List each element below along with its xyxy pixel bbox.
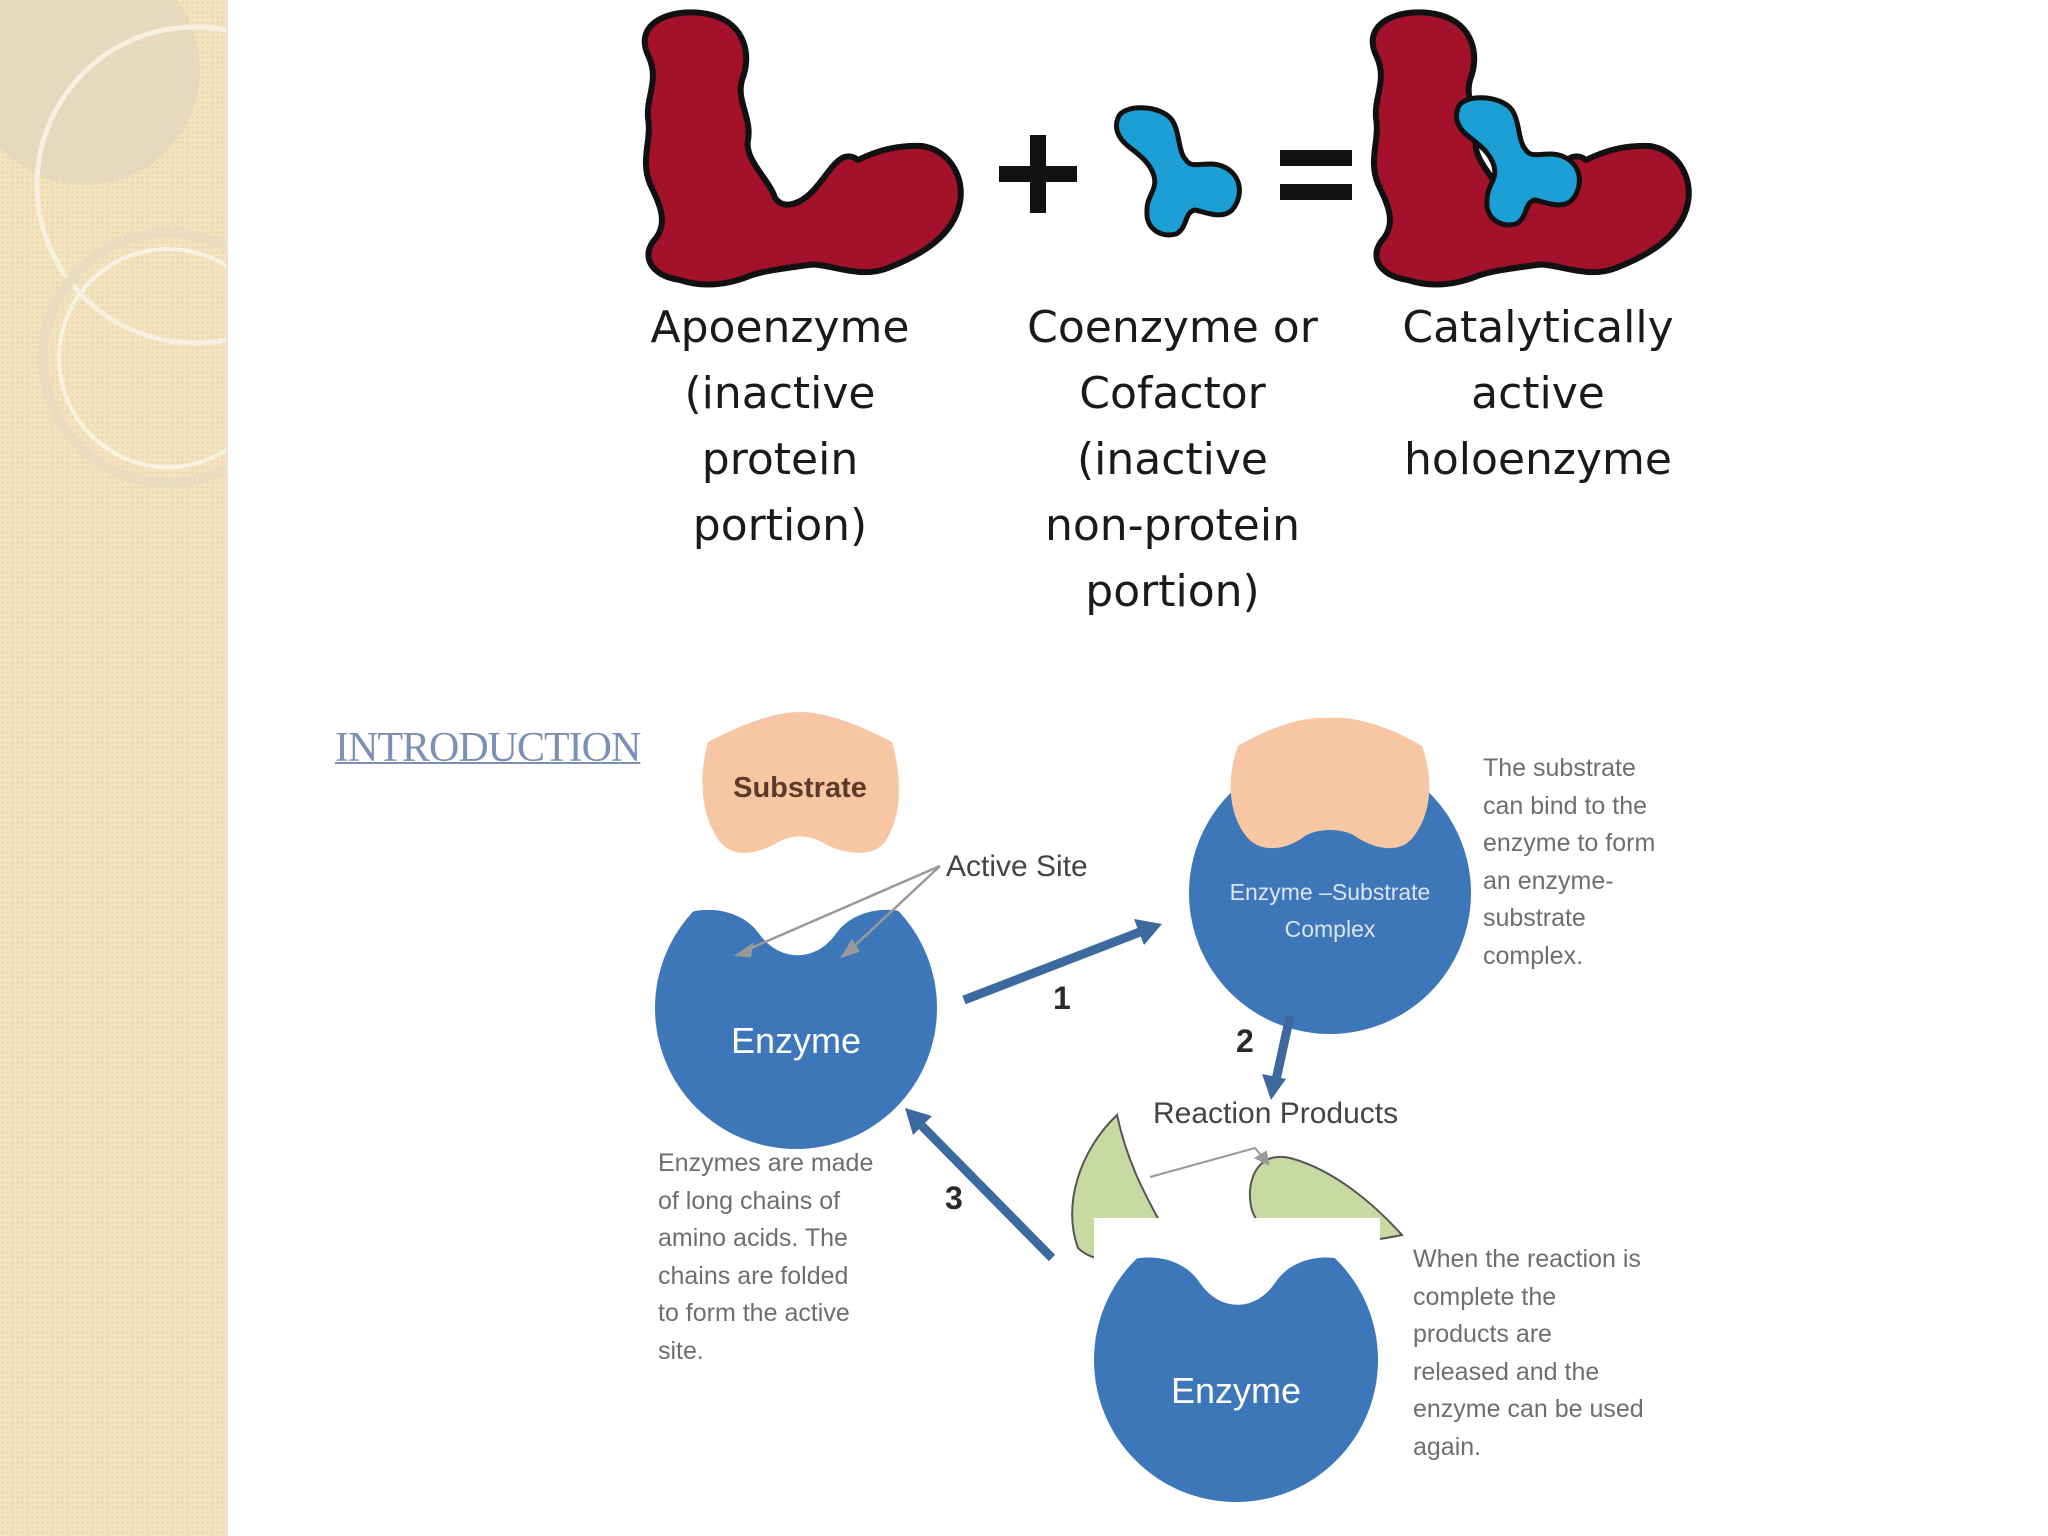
step-2-arrow: [1262, 1015, 1295, 1100]
substrate-shape: [702, 712, 900, 853]
step-3-arrow: [905, 1108, 1056, 1262]
active-site-label: Active Site: [946, 850, 1088, 883]
reaction-products-pointer: [1149, 1146, 1270, 1178]
decorative-sidebar: [0, 0, 228, 1536]
enzyme-label-1: Enzyme: [730, 1020, 862, 1061]
release-note: When the reaction is complete the produc…: [1413, 1245, 1644, 1461]
cofactor-shape: [1113, 105, 1242, 238]
apoenzyme-label: Apoenzyme (inactive protein portion): [650, 302, 910, 551]
step-1-number: 1: [1053, 980, 1071, 1016]
enzyme-label-2: Enzyme: [1170, 1370, 1302, 1411]
enzyme-substrate-complex-shape: [1189, 717, 1471, 1034]
plus-operator: [999, 135, 1077, 213]
complex-label: Enzyme –Substrate Complex: [1229, 879, 1431, 942]
holoenzyme-label: Catalytically active holoenzyme: [1402, 302, 1674, 485]
step-1-arrow: [962, 919, 1162, 1005]
enzymes-note: Enzymes are made of long chains of amino…: [658, 1149, 874, 1365]
substrate-label: Substrate: [733, 772, 867, 804]
binding-note: The substrate can bind to the enzyme to …: [1483, 754, 1656, 970]
enzyme-shape-1: [655, 860, 940, 1149]
enzyme-shape-2: [1094, 1218, 1380, 1502]
step-2-number: 2: [1236, 1023, 1254, 1059]
active-site-pointers: [733, 864, 941, 959]
holoenzyme-shape: [1369, 9, 1692, 288]
cofactor-label: Coenzyme or Cofactor (inactive non-prote…: [1027, 302, 1318, 617]
step-3-number: 3: [945, 1180, 963, 1216]
equals-operator: [1280, 150, 1352, 200]
sidebar-rings-decoration: [0, 0, 226, 488]
apoenzyme-shape: [641, 9, 964, 288]
reaction-products-label: Reaction Products: [1153, 1097, 1399, 1130]
introduction-heading: INTRODUCTION: [335, 725, 641, 771]
